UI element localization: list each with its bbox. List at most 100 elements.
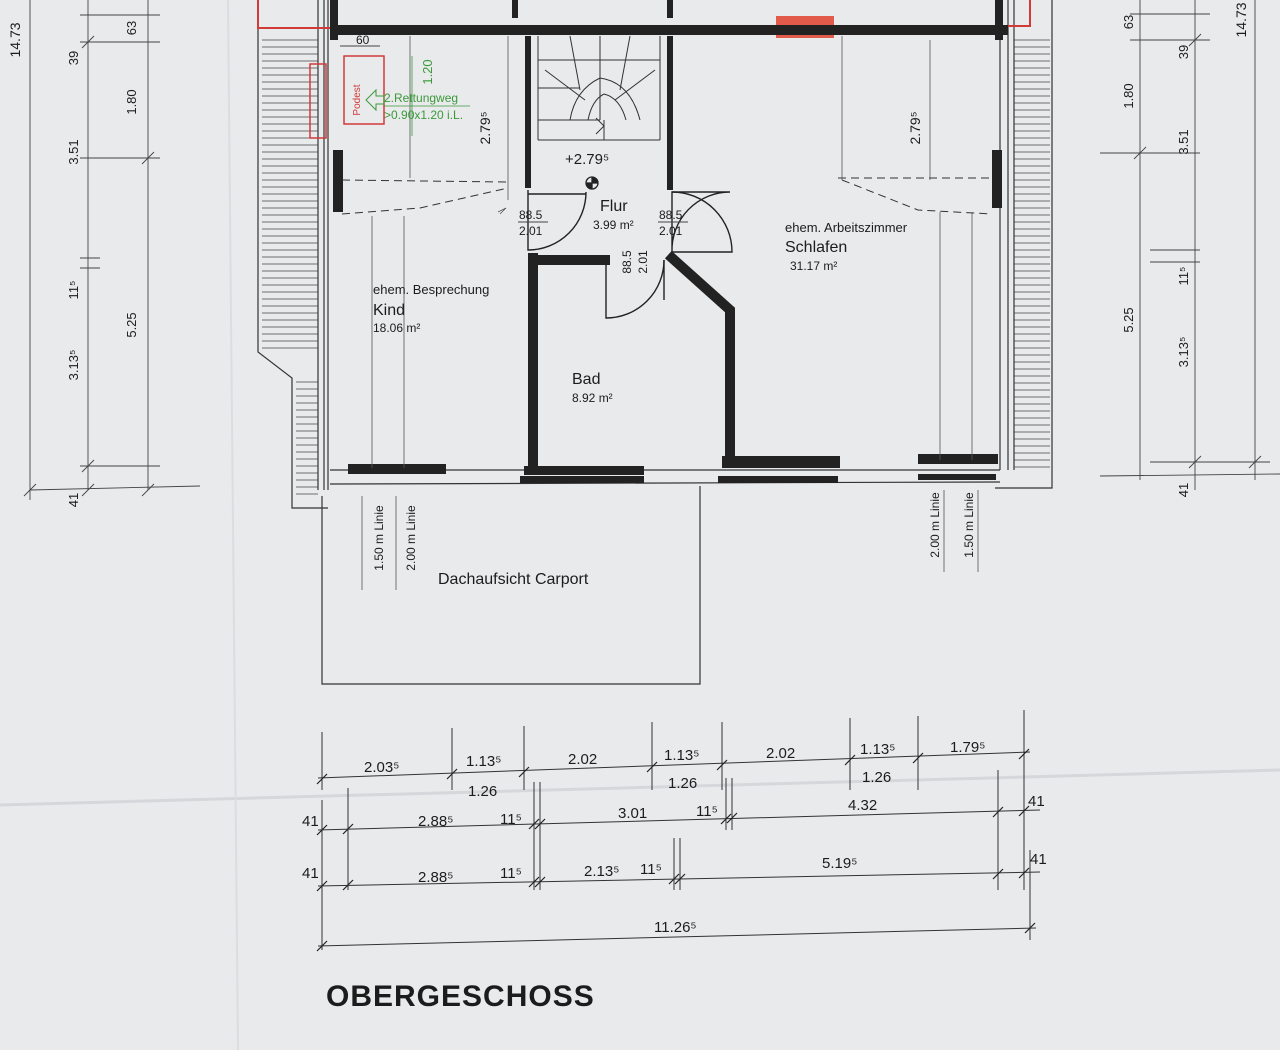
door-bath-height: 2.01 [636, 250, 650, 274]
dim-row3-0: 41 [302, 865, 319, 882]
dimension-tick [912, 752, 924, 764]
dimension-tick [316, 773, 328, 785]
dimension-ticks [316, 748, 1036, 952]
right-dim-39: 39 [1176, 45, 1191, 59]
dim-total: 11.26⁵ [654, 919, 697, 936]
dimension-tick [668, 873, 680, 885]
right-dim-351: 3.51 [1176, 129, 1191, 154]
rescue-line1: 2.Rettungweg [384, 91, 458, 105]
dim-row2-4: 11⁵ [696, 803, 718, 820]
roof-rafters-right [995, 0, 1053, 489]
roofline-right-150: 1.50 m Linie [962, 492, 976, 558]
dimension-tick [342, 823, 354, 835]
dimension-tick [720, 813, 732, 825]
door-right-width: 88.5 [659, 208, 683, 222]
rescue-hatch [343, 55, 385, 125]
dimension-tick [1018, 805, 1030, 817]
room-schlafen-name: Schlafen [785, 239, 847, 256]
roofline-left-150: 1.50 m Linie [372, 505, 386, 571]
room-flur-area: 3.99 m² [593, 218, 634, 232]
rescue-podest-label: Podest [352, 84, 363, 115]
dimension-tick [674, 873, 686, 885]
dimension-tick [316, 940, 328, 952]
dimension-tick [1024, 922, 1036, 934]
dim-row3-6: 41 [1030, 851, 1047, 868]
roofline-left-200: 2.00 m Linie [404, 505, 418, 571]
height-right: 2.79⁵ [907, 111, 923, 144]
dim-row1-3: 1.13⁵ [664, 747, 699, 764]
dormer-dash-lines [341, 36, 993, 468]
height-left: 2.79⁵ [477, 111, 493, 144]
dim-row3-1: 2.88⁵ [418, 869, 453, 886]
right-dim-525: 5.25 [1121, 307, 1136, 332]
room-kind-former: ehem. Besprechung [373, 282, 489, 297]
dim-row1-6: 1.79⁵ [950, 739, 985, 756]
door-swings [527, 190, 733, 319]
dimension-tick [316, 824, 328, 836]
dimension-tick [534, 876, 546, 888]
left-dim-39: 39 [66, 51, 81, 65]
dimension-tick [518, 766, 530, 778]
door-right-height: 2.01 [659, 224, 683, 238]
left-dim-525: 5.25 [124, 312, 139, 337]
door-bath-width: 88.5 [620, 250, 634, 274]
dimension-tick [646, 761, 658, 773]
right-dim-total: 14.73 [1233, 2, 1249, 37]
room-kind-area: 18.06 m² [373, 321, 420, 335]
door-left-height: 2.01 [519, 224, 543, 238]
dim-row3-3: 2.13⁵ [584, 863, 619, 880]
dim-sixty: 60 [356, 33, 370, 47]
room-schlafen-former: ehem. Arbeitszimmer [785, 220, 908, 235]
dim-row1-0: 2.03⁵ [364, 759, 399, 776]
dimension-tick [446, 768, 458, 780]
dim-row2-0: 41 [302, 813, 319, 830]
room-kind-name: Kind [373, 302, 405, 319]
rescue-arrow-icon [365, 88, 385, 112]
dim-row2-6: 41 [1028, 793, 1045, 810]
right-dim-63: 63 [1121, 15, 1136, 29]
dim-row1-4: 2.02 [766, 745, 795, 762]
dim-row1-2: 2.02 [568, 751, 597, 768]
door-left-width: 88.5 [519, 208, 543, 222]
dim-row1b-2: 1.26 [862, 769, 891, 786]
dimension-tick [844, 754, 856, 766]
rescue-line2: >0.90x1.20 i.L. [384, 108, 463, 122]
left-dim-351: 3.51 [66, 139, 81, 164]
dim-row3-2: 11⁵ [500, 865, 522, 882]
dim-row2-2: 11⁵ [500, 811, 522, 828]
dim-row2-5: 4.32 [848, 797, 877, 814]
dimension-tick [716, 759, 728, 771]
bottom-dimension-lines [317, 710, 1041, 950]
level-marker-fill-icon [586, 177, 598, 189]
rescue-height: 1.20 [420, 59, 435, 84]
roof-rafters-left [257, 0, 329, 509]
dimension-tick [726, 812, 738, 824]
right-dim-41: 41 [1176, 483, 1191, 497]
left-dim-180: 1.80 [124, 89, 139, 114]
room-bad-area: 8.92 m² [572, 391, 613, 405]
dimension-tick [992, 868, 1004, 880]
left-dim-41: 41 [66, 493, 81, 507]
dimension-tick [528, 876, 540, 888]
dim-row1-1: 1.13⁵ [466, 753, 501, 770]
dimension-tick [528, 818, 540, 830]
room-flur-level: +2.79⁵ [565, 151, 609, 168]
carport-label: Dachaufsicht Carport [438, 571, 589, 588]
left-dim-115: 11⁵ [66, 281, 81, 300]
room-flur-name: Flur [600, 198, 628, 215]
dimension-tick [342, 879, 354, 891]
room-schlafen-area: 31.17 m² [790, 259, 837, 273]
dim-row2-3: 3.01 [618, 805, 647, 822]
dim-row1b-1: 1.26 [668, 775, 697, 792]
room-bad-name: Bad [572, 371, 600, 388]
dimension-tick [316, 880, 328, 892]
dim-row1b-0: 1.26 [468, 783, 497, 800]
right-dim-3135: 3.13⁵ [1176, 337, 1191, 368]
dimension-tick [1018, 867, 1030, 879]
dim-row3-4: 11⁵ [640, 861, 662, 878]
left-dim-total: 14.73 [7, 22, 23, 57]
page-title: OBERGESCHOSS [326, 980, 595, 1013]
rescue-podest-frame [309, 63, 327, 139]
right-dimension-lines [1099, 0, 1280, 490]
dim-row1-5: 1.13⁵ [860, 741, 895, 758]
